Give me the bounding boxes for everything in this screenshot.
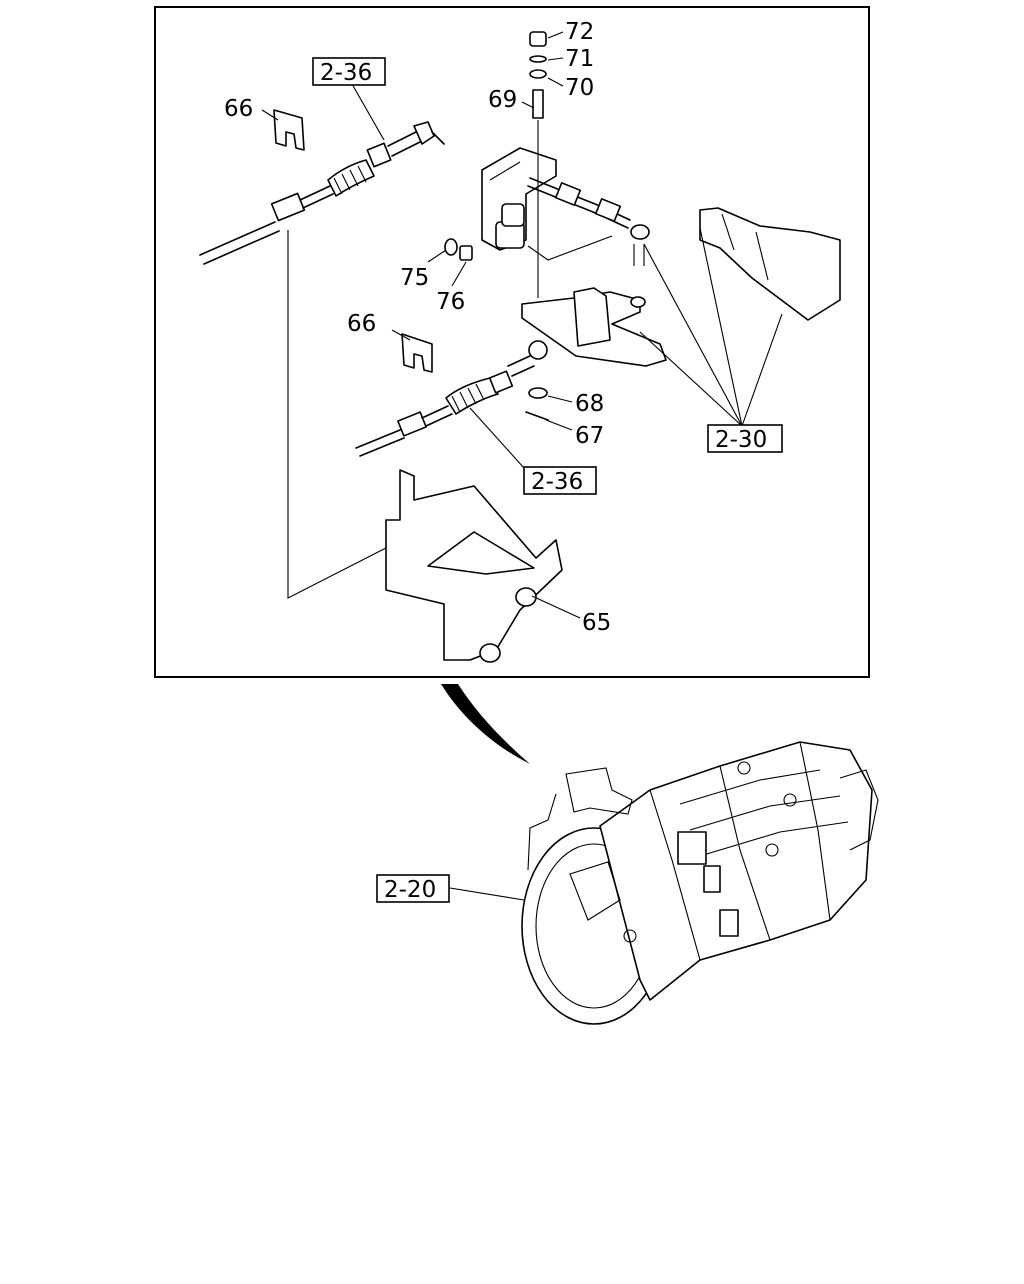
guide-line-left [287, 230, 387, 599]
part-number-65: 65 [582, 610, 611, 636]
nut-76 [459, 245, 473, 261]
bolt-stack [529, 31, 547, 298]
ref-box-2-20 [376, 874, 450, 903]
ref-label-2-20: 2-20 [384, 877, 436, 903]
lever-bracket [521, 287, 667, 367]
part-number-70: 70 [565, 75, 594, 101]
ref-box-2-36-lower [523, 466, 597, 495]
clip-66-upper [273, 109, 305, 151]
washer-75 [444, 238, 458, 256]
clip-66-lower [401, 333, 433, 373]
cotter-pin-67 [525, 411, 549, 421]
ref-label-2-30: 2-30 [715, 427, 767, 453]
location-arrow [441, 684, 530, 764]
shift-housing [699, 207, 841, 321]
support-bracket-65 [385, 469, 563, 663]
guide-line-bracket [527, 235, 613, 261]
part-number-69: 69 [488, 87, 517, 113]
ref-label-2-36-lower: 2-36 [531, 469, 583, 495]
part-number-72: 72 [565, 19, 594, 45]
part-number-75: 75 [400, 265, 429, 291]
upper-cable [199, 121, 445, 265]
ref-label-2-36-upper: 2-36 [320, 60, 372, 86]
callout-leaders [261, 31, 783, 901]
center-rod [527, 177, 650, 266]
ref-box-2-36-upper [312, 57, 386, 86]
part-number-71: 71 [565, 46, 594, 72]
upper-bracket [481, 147, 557, 251]
part-number-68: 68 [575, 391, 604, 417]
washer-68 [528, 387, 548, 399]
part-number-66-upper: 66 [224, 96, 253, 122]
part-number-67: 67 [575, 423, 604, 449]
lower-cable [355, 355, 535, 457]
part-number-66-lower: 66 [347, 311, 376, 337]
detail-frame [154, 6, 870, 678]
transmission-assembly [521, 741, 879, 1025]
part-number-76: 76 [436, 289, 465, 315]
ref-box-2-30 [707, 424, 783, 453]
